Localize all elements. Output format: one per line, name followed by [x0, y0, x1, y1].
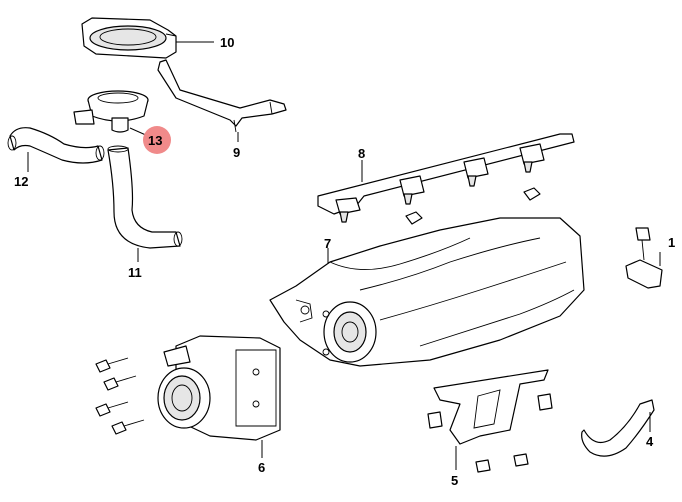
part-5-bracket	[427, 369, 553, 473]
part-13-valve	[73, 90, 149, 133]
part-6-throttle-body	[157, 335, 281, 441]
part-11-hose	[107, 145, 183, 249]
callout-12: 12	[14, 174, 28, 189]
leader-lines	[27, 41, 661, 470]
part-1-sensor	[625, 227, 663, 289]
part-8-fuel-rail	[317, 133, 575, 225]
part-9-strap	[157, 59, 287, 133]
part-4-hose	[581, 399, 655, 457]
callout-10: 10	[220, 35, 234, 50]
part-12-hose	[7, 127, 105, 164]
callout-7: 7	[324, 236, 331, 251]
callout-8: 8	[358, 146, 365, 161]
bolts-group	[95, 357, 145, 435]
callout-9: 9	[233, 145, 240, 160]
callout-6: 6	[258, 460, 265, 475]
callout-13: 13	[148, 133, 162, 148]
callout-11: 11	[128, 265, 142, 280]
callout-5: 5	[451, 473, 458, 488]
part-7-intake-manifold	[269, 217, 585, 367]
callouts: 10 9 13 12 11 8 7 1 4 6 5	[14, 35, 675, 488]
part-10-bracket	[81, 17, 177, 59]
callout-13-highlight	[143, 126, 171, 154]
callout-1: 1	[668, 235, 675, 250]
callout-4: 4	[646, 434, 654, 449]
